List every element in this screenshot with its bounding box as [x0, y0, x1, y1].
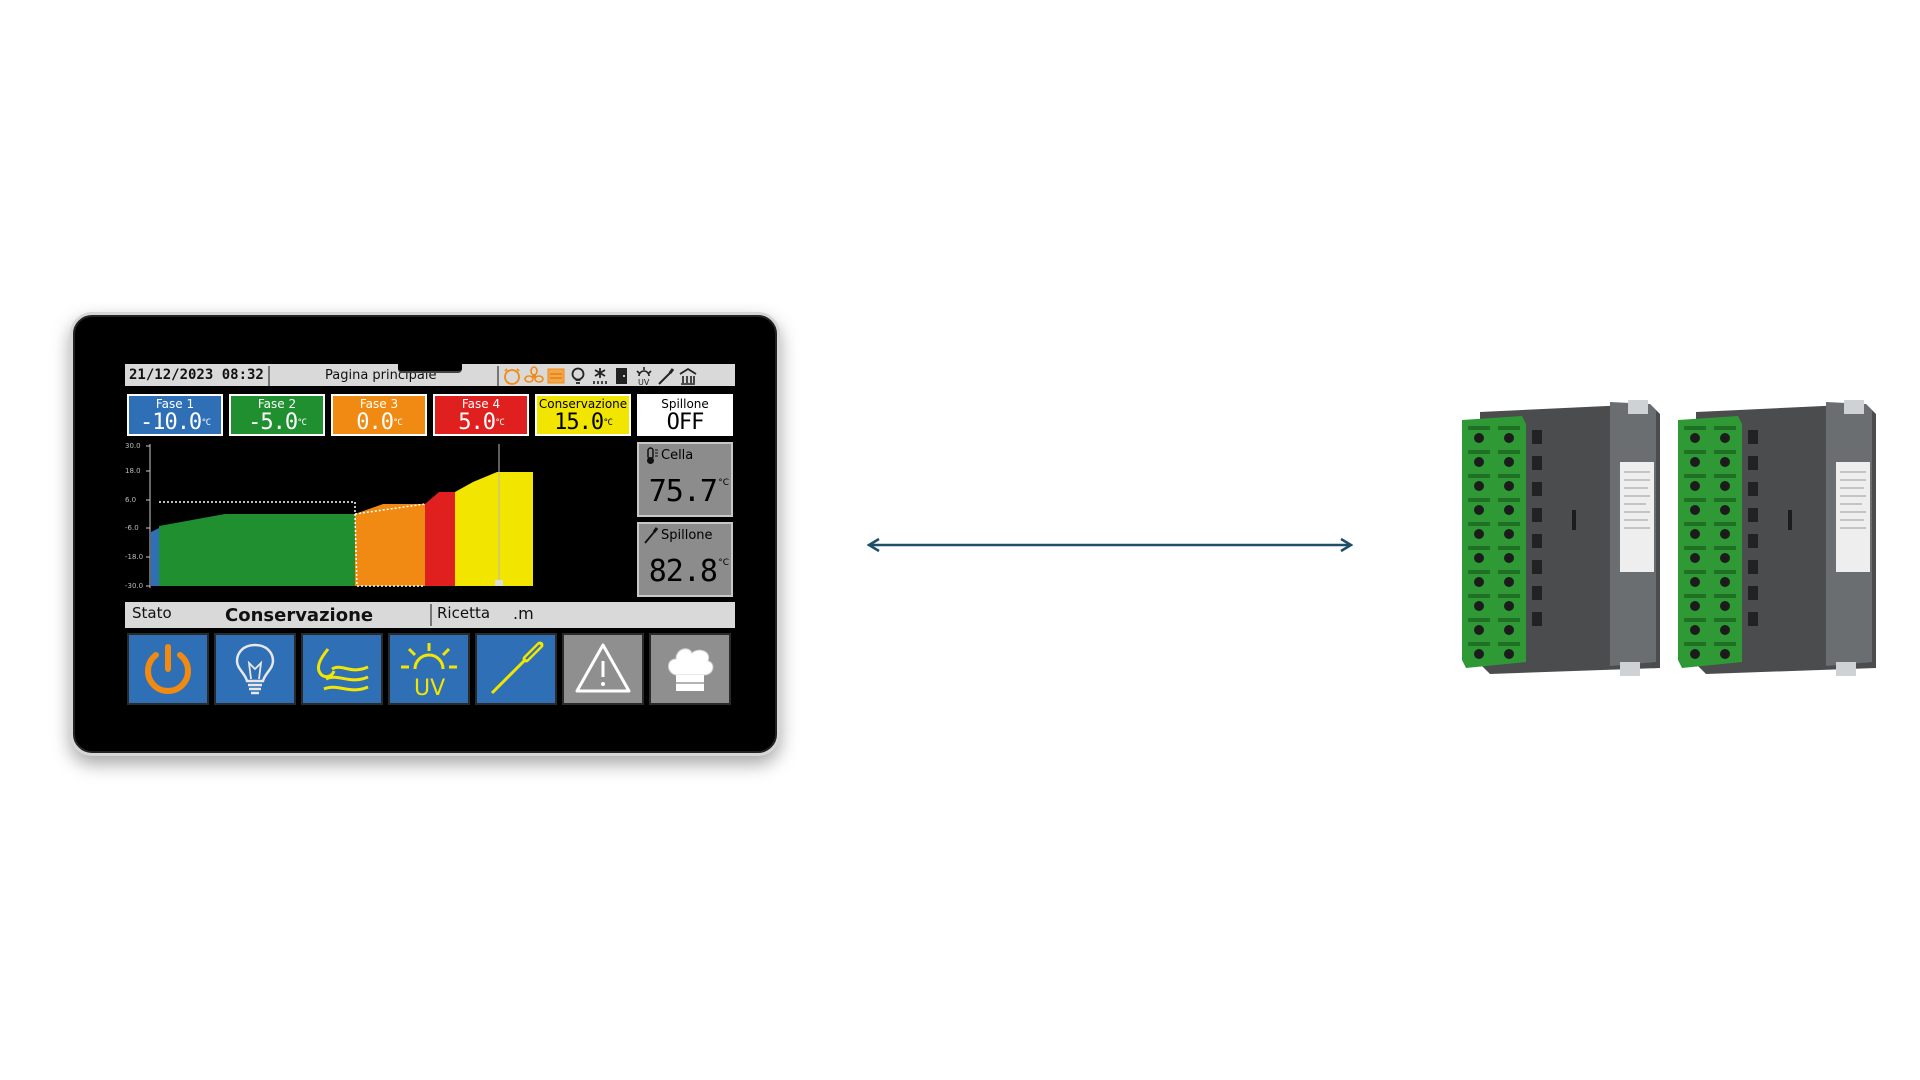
- connection-arrow: [866, 537, 1354, 553]
- chart-area-fase-1: [151, 528, 159, 586]
- cella-unit: °C: [718, 478, 729, 488]
- y-tick: -18.0: [125, 553, 143, 561]
- probe-icon: [490, 641, 544, 695]
- power-button[interactable]: [127, 633, 209, 705]
- spillone-unit: °C: [718, 558, 729, 568]
- light-icon: [568, 366, 588, 386]
- spillone-label: Spillone: [661, 528, 713, 543]
- power-icon: [145, 644, 191, 694]
- divider: [430, 604, 432, 626]
- phase-value: 5.0: [458, 410, 496, 435]
- cella-label: Cella: [661, 448, 694, 463]
- phase-unit: °C: [494, 418, 505, 428]
- y-tick: -6.0: [125, 524, 139, 532]
- recipe-button[interactable]: [649, 633, 731, 705]
- ricetta-label: Ricetta: [437, 604, 491, 622]
- cursor-handle[interactable]: [495, 580, 503, 586]
- phase-unit: °C: [603, 418, 613, 428]
- probe-icon: [656, 366, 676, 386]
- phase-value: 15.0: [554, 410, 604, 435]
- alarm-button[interactable]: [562, 633, 644, 705]
- thermometer-icon: [643, 447, 659, 469]
- hmi-screen: 21/12/2023 08:32 Pagina principale UV Fa…: [125, 364, 735, 709]
- phase-value: -10.0: [139, 410, 202, 435]
- ricetta-value: .m: [513, 604, 534, 623]
- phase-unit: °C: [392, 418, 403, 428]
- phase-unit: °C: [297, 418, 307, 428]
- uv-lamp-icon: UV: [401, 643, 457, 699]
- phase-box-spillone[interactable]: Spillone OFF: [637, 394, 733, 436]
- defrost-icon: [590, 366, 610, 386]
- phase-box-fase-2[interactable]: Fase 2 -5.0°C: [229, 394, 325, 436]
- cycle-chart: 30.0 18.0 6.0 -6.0 -18.0 -30.0: [125, 442, 635, 592]
- phase-value: 0.0: [356, 410, 394, 435]
- chart-area-fase-2: [159, 514, 355, 586]
- io-module-2: [1678, 400, 1876, 676]
- chart-area-fase-4: [425, 492, 455, 586]
- phase-label: Fase 1: [155, 397, 195, 411]
- phase-box-conservazione[interactable]: Conservazione 15.0°C: [535, 394, 631, 436]
- timer-icon: [502, 366, 522, 386]
- state-bar: Stato Conservazione Ricetta .m: [125, 602, 735, 628]
- fan-icon: [524, 366, 544, 386]
- chart-area-fase-3: [355, 504, 425, 586]
- io-module-1: [1462, 400, 1660, 676]
- y-tick: -30.0: [125, 582, 143, 590]
- phase-label: Fase 3: [359, 397, 399, 411]
- humidity-icon: [316, 648, 369, 692]
- door-icon: [612, 366, 632, 386]
- probe-icon: [643, 527, 659, 549]
- phase-box-fase-1[interactable]: Fase 1 -10.0°C: [127, 394, 223, 436]
- setpoint-trace: [159, 501, 426, 587]
- phase-label: Fase 4: [461, 397, 501, 411]
- status-icons: UV: [502, 366, 698, 387]
- cycle-chart-svg: 30.0 18.0 6.0 -6.0 -18.0 -30.0: [125, 442, 533, 590]
- uv-label: UV: [414, 676, 445, 699]
- phase-value: OFF: [666, 410, 705, 435]
- cella-value: 75.7: [648, 474, 718, 509]
- spillone-reading: Spillone 82.8 °C: [637, 522, 733, 597]
- phase-box-fase-3[interactable]: Fase 3 0.0°C: [331, 394, 427, 436]
- phase-box-fase-4[interactable]: Fase 4 5.0°C: [433, 394, 529, 436]
- phase-label: Conservazione: [538, 397, 628, 411]
- humidity-icon: [678, 366, 698, 386]
- humidity-button[interactable]: [301, 633, 383, 705]
- phase-unit: °C: [201, 418, 211, 428]
- camera-notch: [398, 364, 462, 373]
- phase-label: Spillone: [661, 397, 709, 411]
- lightbulb-icon: [235, 643, 275, 695]
- uv-icon: UV: [634, 366, 654, 387]
- uv-button[interactable]: UV: [388, 633, 470, 705]
- divider: [497, 366, 499, 386]
- datetime: 21/12/2023 08:32: [129, 367, 264, 383]
- phase-label: Fase 2: [257, 397, 297, 411]
- svg-text:UV: UV: [638, 378, 650, 386]
- light-button[interactable]: [214, 633, 296, 705]
- probe-button[interactable]: [475, 633, 557, 705]
- stato-value: Conservazione: [225, 605, 374, 626]
- chef-hat-icon: [668, 648, 714, 691]
- y-tick: 30.0: [125, 442, 141, 450]
- y-tick: 6.0: [125, 496, 136, 504]
- stato-label: Stato: [132, 604, 172, 622]
- spillone-value: 82.8: [648, 554, 718, 589]
- heater-icon: [546, 366, 566, 386]
- cella-reading: Cella 75.7 °C: [637, 442, 733, 517]
- chart-area-conservazione: [455, 472, 533, 586]
- divider: [268, 366, 270, 386]
- y-tick: 18.0: [125, 467, 141, 475]
- phase-value: -5.0: [248, 410, 298, 435]
- warning-icon: [575, 643, 631, 693]
